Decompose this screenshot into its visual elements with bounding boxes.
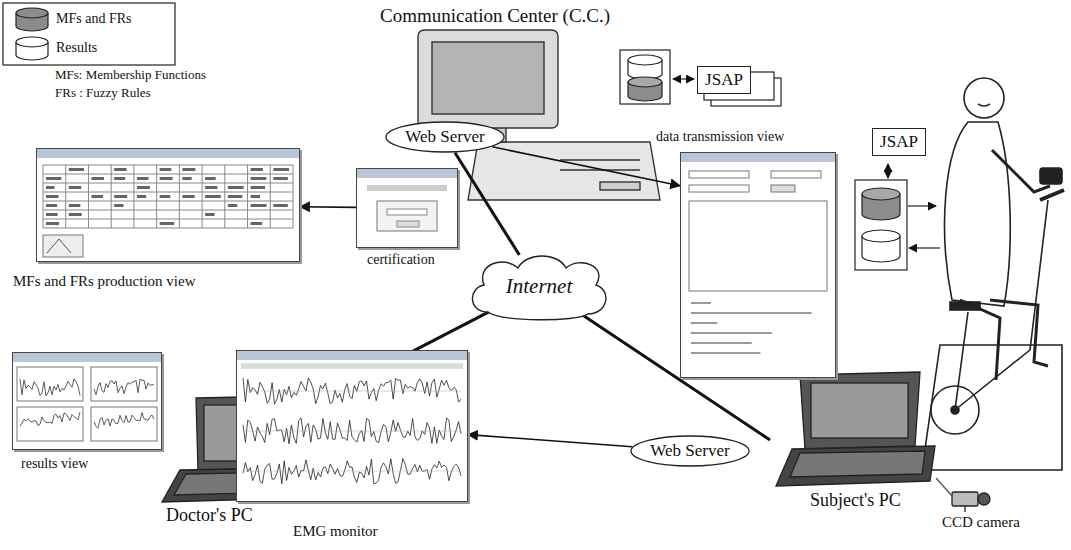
node-label: results view [21,456,88,472]
node-label: EMG monitor [293,523,378,540]
node-label: JSAP [705,70,743,90]
window-content [681,153,835,377]
legend-label: MFs and FRs [56,11,131,27]
subject-on-bike [922,78,1064,470]
screen-window: data transmission view [680,152,836,378]
window-content [357,169,457,247]
node-label: data transmission view [656,129,784,145]
computer-node: Subject's PC [770,370,938,515]
network-cloud: Internet [466,250,612,322]
window-content [13,353,161,449]
node-label: Subject's PC [810,490,901,511]
program-box: JSAP [872,128,926,156]
database-drawing [620,50,781,106]
flow-arrow [492,147,680,186]
screen-window: EMG monitor [236,350,468,502]
legend-swatch [14,36,50,62]
node-label: MFs and FRs production view [13,273,196,290]
server-ellipse: Web Server [385,121,505,153]
screen-window: MFs and FRs production view [36,148,300,262]
legend-label: Results [56,40,97,56]
legend-frame [3,3,175,65]
window-content [237,351,467,501]
annotation-label: FRs : Fuzzy Rules [55,86,151,101]
annotation-label: MFs: Membership Functions [55,68,206,83]
node-label: Web Server [405,127,484,147]
network-link [455,153,519,255]
node-label: JSAP [880,132,918,152]
screen-window: results view [12,352,162,450]
annotation-label: CCD camera [942,514,1020,531]
node-label: Doctor's PC [166,505,253,526]
server-ellipse: Web Server [630,435,750,467]
database-drawing [855,164,940,270]
window-content [37,149,299,261]
screen-window: certification [356,168,458,248]
node-label: Internet [506,274,572,298]
laptop-drawing [776,372,935,486]
flow-arrow [300,206,356,208]
program-box: JSAP [697,66,751,94]
camera-icon [936,478,990,512]
legend-swatch [14,7,50,33]
node-label: Web Server [650,441,729,461]
flow-arrow [468,435,632,447]
annotation-label: Communication Center (C.C.) [380,5,610,27]
node-label: certification [367,252,435,268]
